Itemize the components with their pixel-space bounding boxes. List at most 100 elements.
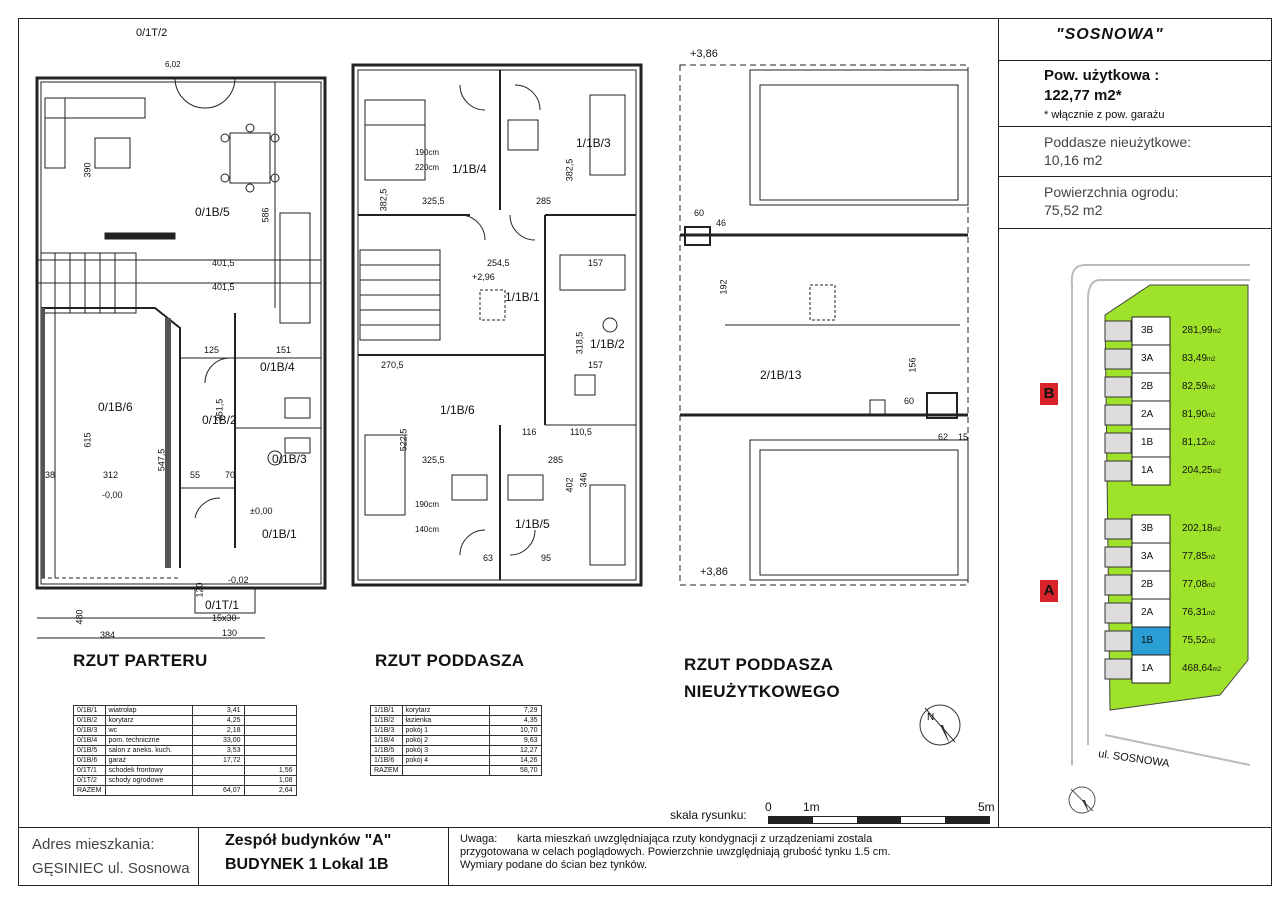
site-garage-a-1B: [1104, 630, 1132, 652]
attic-cell: pokój 4: [401, 755, 490, 766]
dim-46: 46: [716, 218, 727, 228]
attic-cell: 1/1B/1: [370, 705, 403, 716]
site-garage-a-2B: [1104, 574, 1132, 596]
dim-401b: 401,5: [212, 282, 235, 292]
site-unit-a-2A: [1131, 598, 1171, 628]
dim-157a: 157: [588, 258, 604, 268]
attic-cell: pokój 3: [401, 745, 490, 756]
ground-cell: wiatrołap: [104, 705, 193, 716]
level-vestibule: ±0,00: [250, 506, 273, 516]
attic-cell: 1/1B/6: [370, 755, 403, 766]
bed-size-4: 140cm: [415, 525, 440, 534]
attic-plan: [350, 55, 645, 595]
ground-cell: 3,41: [191, 705, 245, 716]
dim-60a: 60: [694, 208, 705, 218]
site-unit-area-value: 83,49: [1182, 353, 1208, 364]
site-garage-b-3A: [1104, 348, 1132, 370]
level-garage: -0,00: [102, 490, 123, 500]
attic-cell: 10,70: [488, 725, 542, 736]
site-unit-label: 1B: [1141, 437, 1154, 448]
ground-floor-plan: [25, 28, 335, 648]
site-unit-label: 3A: [1141, 353, 1154, 364]
room-label-storage: 0/1B/4: [260, 360, 295, 374]
dim-270: 270,5: [381, 360, 404, 370]
attic-cell: 1/1B/5: [370, 745, 403, 756]
site-unit-area-unit: m2: [1212, 329, 1221, 335]
dim-586: 586: [260, 207, 271, 223]
ground-cell: schodek frontowy: [104, 765, 193, 776]
scale-label: skala rysunku:: [670, 808, 747, 822]
site-unit-area-value: 81,12: [1182, 437, 1208, 448]
dim-125: 125: [204, 345, 220, 355]
bed-size-2: 190cm: [415, 148, 440, 157]
attic-cell: 58,70: [488, 765, 542, 776]
ground-cell: salon z aneks. kuch.: [104, 745, 193, 756]
site-unit-a-2B: [1131, 570, 1171, 600]
level-step: -0,02: [228, 575, 249, 585]
attic-cell: 9,63: [488, 735, 542, 746]
dim-325a: 325,5: [422, 196, 445, 206]
dim-382a: 382,5: [378, 188, 389, 212]
ground-cell: [243, 705, 297, 716]
site-unit-label: 3B: [1141, 523, 1154, 534]
divider-right-panel: [998, 18, 999, 828]
size-step: 15x30: [212, 613, 237, 623]
dim-318: 318,5: [574, 331, 585, 355]
dim-63: 63: [483, 553, 494, 563]
site-unit-b-2B: [1131, 372, 1171, 402]
ground-cell: [243, 725, 297, 736]
level-bottom: +3,86: [700, 566, 728, 578]
site-unit-area-value: 75,52: [1182, 635, 1208, 646]
group-a-badge: A: [1040, 580, 1058, 602]
ground-cell: [243, 735, 297, 746]
attic-area-value: 10,16 m2: [1044, 152, 1103, 168]
attic-cell: łazienka: [401, 715, 490, 726]
area-summary: Pow. użytkowa : 122,77 m2* * włącznie z …: [998, 60, 1272, 230]
site-unit-area-unit: m2: [1212, 527, 1221, 533]
dim-156: 156: [907, 357, 918, 373]
dim-116: 116: [522, 427, 537, 437]
title-ground-floor: RZUT PARTERU: [73, 651, 208, 670]
room-label-vestibule: 0/1B/1: [262, 527, 297, 541]
dim-120: 120: [194, 582, 205, 598]
attic-cell: RAZEM: [370, 765, 403, 776]
ground-cell: [243, 715, 297, 726]
ground-cell: [243, 745, 297, 756]
attic-cell: 14,26: [488, 755, 542, 766]
dim-522: 522,5: [398, 428, 409, 452]
site-garage-a-3A: [1104, 546, 1132, 568]
site-unit-area-unit: m2: [1207, 583, 1216, 589]
attic-cell: 4,35: [488, 715, 542, 726]
dim-15: 15: [958, 432, 969, 442]
north-arrow-icon: N: [915, 700, 965, 750]
label-terrace-top: 0/1T/2: [136, 27, 168, 39]
attic-cell: pokój 1: [401, 725, 490, 736]
room-label-r2: 1/1B/2: [590, 337, 625, 351]
complex-name: Zespół budynków "A": [225, 832, 392, 849]
site-unit-area-value: 82,59: [1182, 381, 1208, 392]
dim-70: 70: [225, 470, 236, 480]
attic-cell: 12,27: [488, 745, 542, 756]
site-unit-area-unit: m2: [1207, 555, 1216, 561]
site-unit-label: 1A: [1141, 465, 1154, 476]
ground-cell: [191, 775, 245, 786]
title-unused-attic: RZUT PODDASZA NIEUŻYTKOWEGO: [684, 651, 840, 705]
drawing-frame: [18, 18, 1272, 886]
note-label: Uwaga:: [460, 833, 498, 845]
site-unit-area-value: 281,99: [1182, 325, 1213, 336]
dim-254: 254,5: [487, 258, 510, 268]
site-unit-area: 77,85m2: [1182, 551, 1215, 562]
scale-tick-5: 5m: [978, 800, 995, 814]
site-unit-area-value: 204,25: [1182, 465, 1213, 476]
room-label-r5: 1/1B/5: [515, 517, 550, 531]
site-garage-b-2A: [1104, 404, 1132, 426]
dim-60b: 60: [904, 396, 915, 406]
ground-cell: 0/1T/1: [73, 765, 106, 776]
ground-cell: 4,25: [191, 715, 245, 726]
note-line-2: przygotowana w celach poglądowych. Powie…: [460, 846, 891, 858]
site-plan: [1010, 245, 1260, 825]
